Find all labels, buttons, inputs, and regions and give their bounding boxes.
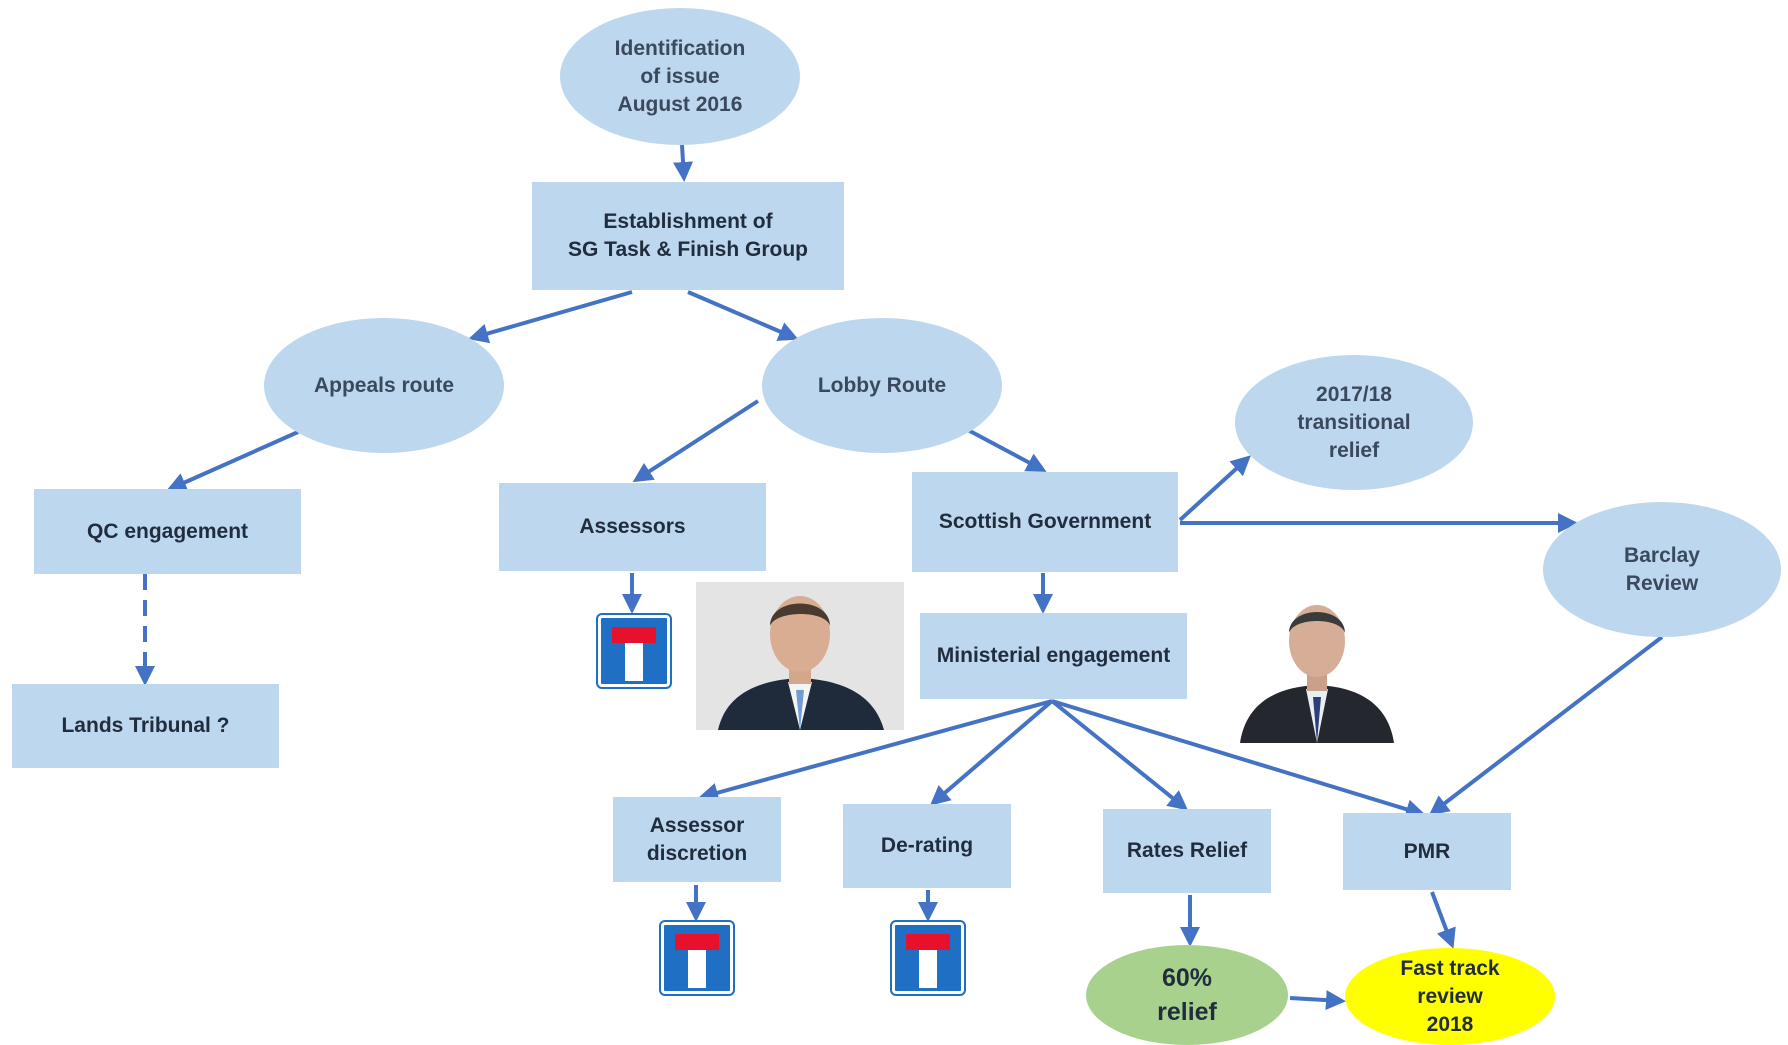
node-label: QC engagement bbox=[86, 519, 249, 543]
node-60-percent-relief: 60% relief bbox=[1086, 945, 1288, 1045]
node-label: Rates Relief bbox=[1126, 839, 1248, 862]
node-label: De-rating bbox=[880, 834, 974, 857]
node-scottish-government: Scottish Government bbox=[912, 472, 1178, 572]
arrow-ministerial-to-de-rating bbox=[929, 699, 1054, 806]
arrow-task-group-to-appeals bbox=[468, 290, 633, 344]
portrait-photo-icon bbox=[696, 582, 904, 730]
arrow-pmr-to-fast-track bbox=[1430, 891, 1456, 949]
portrait-photo-icon bbox=[1236, 587, 1398, 743]
node-label: Lands Tribunal ? bbox=[61, 714, 230, 737]
node-label: Appeals route bbox=[313, 373, 455, 397]
arrow-ministerial-to-assessor-discretion bbox=[698, 699, 1053, 803]
node-label: Scottish Government bbox=[938, 510, 1152, 533]
node-lands-tribunal: Lands Tribunal ? bbox=[12, 684, 279, 768]
node-appeals-route: Appeals route bbox=[264, 318, 504, 453]
node-label: Establishment of SG Task & Finish Group bbox=[568, 210, 808, 261]
arrow-identification-to-task-group bbox=[673, 144, 694, 182]
node-label: 2017/18 transitional relief bbox=[1297, 382, 1411, 462]
node-barclay-review: Barclay Review bbox=[1543, 502, 1781, 637]
node-identification-of-issue: Identification of issue August 2016 bbox=[560, 8, 800, 145]
arrow-60-relief-to-fast-track bbox=[1289, 990, 1346, 1011]
no-through-road-sign-icon bbox=[596, 613, 672, 689]
node-label: Fast track review 2018 bbox=[1400, 956, 1500, 1036]
arrow-ministerial-to-rates-relief bbox=[1050, 699, 1189, 811]
arrow-barclay-to-pmr bbox=[1428, 635, 1664, 816]
node-label: PMR bbox=[1403, 839, 1451, 863]
node-label: 60% relief bbox=[1157, 964, 1217, 1026]
node-ministerial-engagement: Ministerial engagement bbox=[920, 613, 1187, 699]
node-qc-engagement: QC engagement bbox=[34, 489, 301, 574]
node-label: Lobby Route bbox=[817, 373, 947, 397]
no-through-road-sign-icon bbox=[659, 920, 735, 996]
arrow-lobby-to-scottish-government bbox=[967, 428, 1047, 472]
node-label: Ministerial engagement bbox=[936, 644, 1171, 667]
node-task-finish-group: Establishment of SG Task & Finish Group bbox=[532, 182, 844, 290]
node-transitional-relief: 2017/18 transitional relief bbox=[1235, 355, 1473, 490]
node-label: Assessors bbox=[579, 515, 686, 538]
node-label: Assessor discretion bbox=[646, 813, 748, 865]
node-lobby-route: Lobby Route bbox=[762, 318, 1002, 453]
node-label: Identification of issue August 2016 bbox=[614, 36, 746, 116]
node-assessors: Assessors bbox=[499, 483, 766, 571]
node-de-rating: De-rating bbox=[843, 804, 1011, 888]
node-rates-relief: Rates Relief bbox=[1103, 809, 1271, 893]
arrow-task-group-to-lobby bbox=[687, 290, 799, 341]
node-label: Barclay Review bbox=[1624, 543, 1700, 595]
arrow-lobby-to-assessors bbox=[632, 399, 760, 483]
arrow-scottish-government-to-transitional bbox=[1178, 455, 1251, 522]
node-fast-track-review: Fast track review 2018 bbox=[1345, 948, 1555, 1045]
no-through-road-sign-icon bbox=[890, 920, 966, 996]
arrow-ministerial-to-pmr bbox=[1051, 699, 1426, 819]
node-assessor-discretion: Assessor discretion bbox=[613, 797, 781, 882]
node-pmr: PMR bbox=[1343, 813, 1511, 890]
arrow-appeals-to-qc bbox=[166, 430, 299, 492]
